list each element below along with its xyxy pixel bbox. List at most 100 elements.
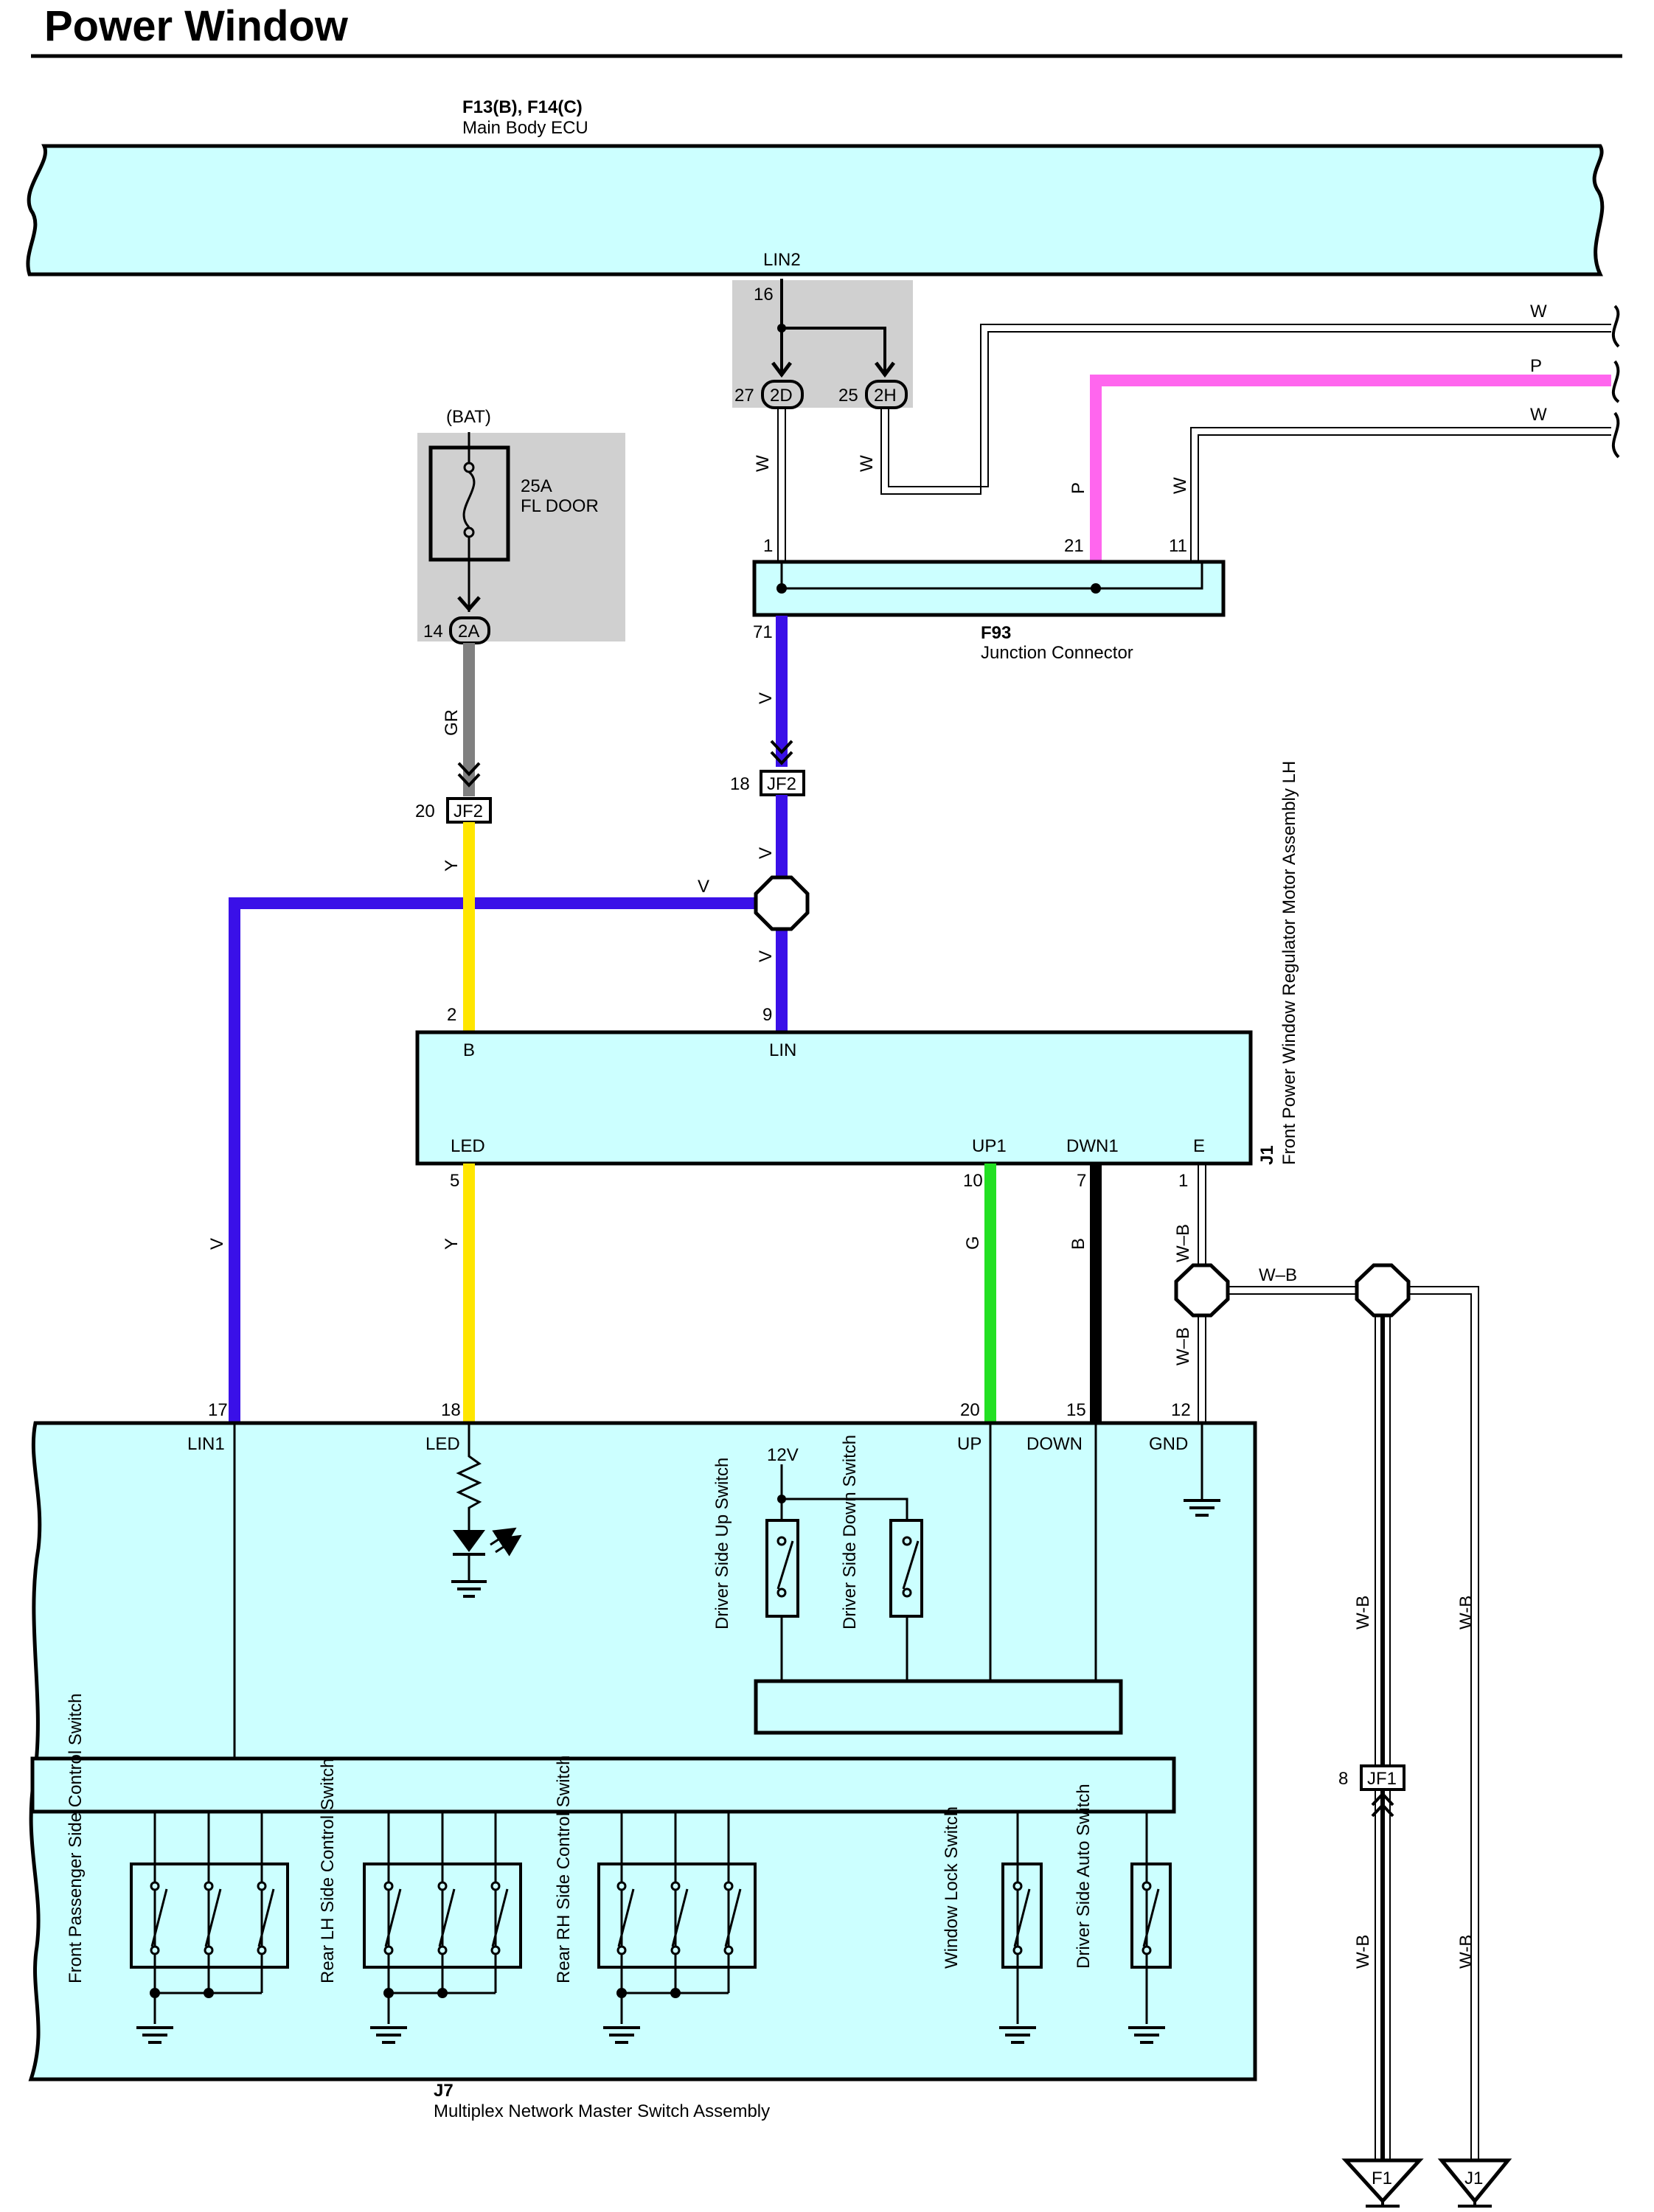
switch-blade: [724, 1888, 742, 1947]
junction-pin-21: 21: [1064, 536, 1084, 556]
master-name: Multiplex Network Master Switch Assembly: [434, 2101, 770, 2121]
wire-v-lin1: [229, 897, 782, 1423]
motor-assembly-box: [415, 1030, 1253, 1166]
connector-2h: [865, 380, 908, 409]
master-label-lin1: LIN1: [187, 1434, 225, 1454]
wire-label-b: B: [1069, 1238, 1088, 1250]
junction-dot-1: [776, 583, 787, 594]
ground-f1-label: F1: [1372, 2168, 1392, 2188]
switch-contact-bottom: [723, 1945, 734, 1955]
master-pin-18: 18: [441, 1400, 461, 1420]
ground-point-j1: [1437, 2158, 1512, 2204]
supply-12v: 12V: [767, 1445, 799, 1465]
driver-auto-switch-label: Driver Side Auto Switch: [1074, 1784, 1094, 1969]
switch-contact-top: [150, 1881, 160, 1891]
switch-blade: [150, 1888, 168, 1947]
switch-blade: [671, 1888, 689, 1947]
master-pin-17: 17: [208, 1400, 228, 1420]
led-resistor: [456, 1445, 482, 1530]
connector-2d-arrow: [771, 361, 792, 378]
motor-pin-5: 5: [450, 1171, 459, 1191]
switch-blade: [1142, 1888, 1160, 1947]
switch-contact-top: [257, 1881, 267, 1891]
switch-ground-dot: [204, 1988, 214, 1998]
switch-ground-dot: [150, 1988, 160, 1998]
motor-code: J1: [1257, 1145, 1277, 1165]
master-pin-12: 12: [1171, 1400, 1191, 1420]
master-pin-15: 15: [1066, 1400, 1086, 1420]
jf2-a-code: JF2: [767, 774, 796, 794]
fuse-source: (BAT): [446, 407, 491, 427]
fuse-area: [417, 433, 625, 641]
connector-2d: [761, 380, 804, 409]
master-internal-wiring: [233, 1423, 1203, 1759]
switch-contact-bottom: [616, 1945, 627, 1955]
switch-blade: [1013, 1888, 1031, 1947]
driver-switch-ic: [754, 1679, 1123, 1735]
junction-pin-71: 71: [753, 622, 773, 642]
driver-down-switch: [889, 1519, 923, 1618]
motor-pin-7: 7: [1077, 1171, 1086, 1191]
ground-point-f1: [1341, 2158, 1424, 2204]
driver-switch-symbols: [776, 1536, 920, 1598]
window-lock-switch-label: Window Lock Switch: [942, 1806, 962, 1969]
connector-2h-code: 2H: [874, 386, 897, 406]
master-pin-20: 20: [960, 1400, 980, 1420]
wire-label-p-vert: P: [1069, 482, 1088, 494]
ground-icons-bottom: [1366, 2201, 1492, 2208]
switch-ground-dot: [383, 1988, 394, 1998]
fuse-arrow: [457, 596, 481, 612]
junction-dot-2: [1091, 583, 1101, 594]
switch-blade: [438, 1888, 456, 1947]
page-title: Power Window: [44, 2, 349, 50]
master-label-led: LED: [425, 1434, 460, 1454]
wire-label-wb-5: W-B: [1353, 1935, 1373, 1969]
wire-label-y-1: Y: [442, 860, 462, 872]
switch-ground-dot: [616, 1988, 627, 1998]
master-label-down: DOWN: [1026, 1434, 1083, 1454]
led-light-arrow-2: [495, 1534, 522, 1557]
fuse-rating: 25A: [521, 476, 552, 496]
junction-pin-11: 11: [1169, 536, 1187, 556]
junction-pin-1: 1: [763, 536, 773, 556]
connector-2d-code: 2D: [770, 386, 793, 406]
switch-contact-top: [670, 1881, 681, 1891]
splice-wb-2: [1355, 1263, 1411, 1318]
driver-down-switch-label: Driver Side Down Switch: [840, 1435, 860, 1630]
switch-contact-top: [383, 1881, 394, 1891]
wire-break-marks: [1611, 305, 1620, 459]
switch-contact-bottom: [204, 1945, 214, 1955]
jf1-connector: [1360, 1764, 1405, 1791]
driver-up-switch-label: Driver Side Up Switch: [712, 1458, 732, 1630]
wire-label-wb-1: W–B: [1173, 1224, 1193, 1262]
fuse-name: FL DOOR: [521, 496, 599, 516]
connector-2a-code: 2A: [458, 622, 479, 641]
motor-label-dwn1: DWN1: [1066, 1136, 1119, 1156]
wire-label-g: G: [963, 1236, 983, 1250]
switch-ground-dot: [437, 1988, 448, 1998]
switch-contact-top: [490, 1881, 501, 1891]
jf2-b-arrow: [457, 762, 481, 787]
motor-label-led: LED: [451, 1136, 485, 1156]
switch-contact-top: [1142, 1881, 1152, 1891]
ecu-name: Main Body ECU: [462, 118, 588, 138]
switch-bus-bar: [30, 1756, 1176, 1814]
switch-ground-dot: [670, 1988, 681, 1998]
wire-label-w-3: W: [1170, 477, 1190, 494]
wire-label-gr: GR: [442, 709, 462, 736]
switch-contact-top: [437, 1881, 448, 1891]
switch-contact-top: [204, 1881, 214, 1891]
rear-lh-switch-label: Rear LH Side Control Switch: [318, 1759, 338, 1983]
master-label-gnd: GND: [1149, 1434, 1188, 1454]
master-label-up: UP: [957, 1434, 981, 1454]
motor-label-b: B: [463, 1040, 475, 1060]
wire-label-wb-3: W-B: [1353, 1596, 1373, 1630]
wire-label-wb-4: W-B: [1456, 1596, 1476, 1630]
connector-2h-arrow: [875, 361, 895, 378]
jf2-b-connector: [446, 797, 492, 824]
wire-label-wb-2: W–B: [1173, 1327, 1193, 1366]
ground-j1-label: J1: [1464, 2168, 1483, 2188]
fuse-icon: [462, 470, 476, 529]
wire-label-w-bottom: W: [1530, 405, 1547, 425]
motor-label-e: E: [1193, 1136, 1205, 1156]
